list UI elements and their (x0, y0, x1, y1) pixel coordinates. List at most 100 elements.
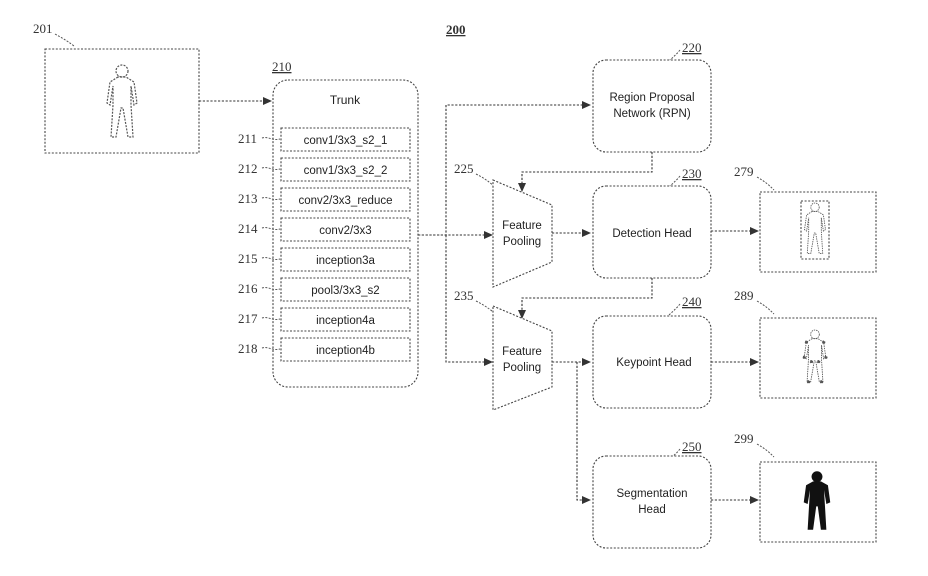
trunk-layer-5: inception3a 215 (238, 247, 411, 272)
trunk-title: Trunk (330, 93, 361, 107)
segmentation-output: 299 (734, 431, 877, 543)
feature-pooling-2: 235 Feature Pooling (454, 288, 553, 411)
trunk-layer-ref: 211 (238, 131, 257, 146)
person-outline-icon (106, 64, 138, 138)
trunk-layer-1: conv1/3x3_s2_1 211 (238, 127, 411, 152)
trunk-layer-leader (261, 317, 281, 320)
trunk-layer-leader (261, 167, 281, 170)
pooling-1-trapezoid (492, 179, 553, 288)
trunk-layer-7: inception4a 217 (238, 307, 411, 332)
trunk-layer-leader (261, 137, 281, 140)
arrow-rpn-to-pooling-1 (518, 152, 653, 192)
trunk-layer-ref: 218 (238, 341, 258, 356)
rpn-leader (667, 49, 681, 63)
trunk-layer-ref: 215 (238, 251, 258, 266)
trunk-layer-leader (261, 197, 281, 200)
trunk-layer-label: inception4b (316, 345, 375, 357)
trunk-layer-box (280, 127, 411, 152)
segmentation-mask-icon (803, 471, 831, 530)
keypoint-output-ref: 289 (734, 288, 754, 303)
rpn-frame (592, 59, 712, 153)
arrow-pooling-2-to-segmentation (576, 362, 591, 504)
detection-output: 279 (734, 164, 877, 273)
pooling-1-ref: 225 (454, 161, 474, 176)
trunk-layer-ref: 214 (238, 221, 258, 236)
detection-head-block: 230 Detection Head (592, 166, 712, 279)
trunk-layer-ref: 213 (238, 191, 258, 206)
keypoint-head-label: Keypoint Head (616, 357, 691, 369)
trunk-layer-box (280, 247, 411, 272)
keypoint-person-icon (802, 329, 828, 384)
segmentation-head-block: 250 Segmentation Head (592, 439, 712, 549)
input-image-ref: 201 (33, 21, 53, 36)
feature-pooling-1: 225 Feature Pooling (454, 161, 553, 288)
detection-head-frame (592, 185, 712, 279)
trunk-layer-box (280, 277, 411, 302)
trunk-layer-box (280, 187, 411, 212)
trunk-layer-box (280, 307, 411, 332)
rpn-block: 220 Region Proposal Network (RPN) (592, 40, 712, 153)
trunk-layer-4: conv2/3x3 214 (238, 217, 411, 242)
trunk-layer-ref: 212 (238, 161, 258, 176)
detection-head-leader (667, 175, 681, 189)
rpn-label-line2: Network (RPN) (613, 108, 690, 120)
trunk-layer-box (280, 217, 411, 242)
pooling-2-ref: 235 (454, 288, 474, 303)
trunk-layer-leader (261, 257, 281, 260)
arrow-trunk-to-pooling-2 (445, 235, 493, 366)
detection-head-label: Detection Head (612, 228, 691, 240)
trunk-layer-box (280, 337, 411, 362)
detection-output-ref: 279 (734, 164, 754, 179)
segmentation-head-frame (592, 455, 712, 549)
segmentation-output-ref: 299 (734, 431, 754, 446)
trunk-layer-label: pool3/3x3_s2 (311, 285, 379, 297)
pooling-1-label-line2: Pooling (503, 236, 541, 248)
trunk-layers: conv1/3x3_s2_1 211 conv1/3x3_s2_2 212 conv2/… (238, 127, 411, 362)
input-image-leader (54, 33, 75, 47)
trunk-layer-box (280, 157, 411, 182)
trunk-layer-ref: 217 (238, 311, 258, 326)
keypoint-output-frame (759, 317, 877, 399)
detection-output-leader (756, 176, 775, 191)
segmentation-output-leader (756, 443, 775, 458)
trunk-layer-label: conv1/3x3_s2_2 (304, 165, 388, 177)
figure-number: 200 (446, 22, 466, 37)
trunk-ref: 210 (272, 59, 292, 74)
trunk-layer-label: conv2/3x3 (319, 225, 371, 237)
segmentation-head-label-line2: Head (638, 504, 666, 516)
input-image-frame (44, 48, 200, 154)
trunk-layer-3: conv2/3x3_reduce 213 (238, 187, 411, 212)
rpn-label-line1: Region Proposal (609, 92, 694, 104)
keypoint-head-ref: 240 (682, 294, 702, 309)
keypoint-output: 289 (734, 288, 877, 399)
arrow-detection-to-pooling-2 (518, 278, 653, 319)
trunk-layer-2: conv1/3x3_s2_2 212 (238, 157, 411, 182)
trunk-layer-leader (261, 287, 281, 290)
segmentation-head-label-line1: Segmentation (617, 488, 688, 500)
trunk-layer-ref: 216 (238, 281, 258, 296)
trunk-layer-leader (261, 227, 281, 230)
trunk-layer-6: pool3/3x3_s2 216 (238, 277, 411, 302)
keypoint-head-leader (667, 303, 681, 317)
keypoint-head-block: 240 Keypoint Head (592, 294, 712, 409)
pooling-2-label-line2: Pooling (503, 362, 541, 374)
input-image: 201 (33, 21, 200, 154)
rpn-ref: 220 (682, 40, 702, 55)
trunk-layer-leader (261, 347, 281, 350)
trunk-layer-label: conv2/3x3_reduce (299, 195, 393, 207)
detection-head-ref: 230 (682, 166, 702, 181)
detected-person-icon (804, 202, 826, 254)
trunk-layer-label: conv1/3x3_s2_1 (304, 135, 388, 147)
pooling-2-label-line1: Feature (502, 346, 542, 358)
trunk-layer-label: inception4a (316, 315, 375, 327)
trunk-layer-8: inception4b 218 (238, 337, 411, 362)
segmentation-head-ref: 250 (682, 439, 702, 454)
trunk-layer-label: inception3a (316, 255, 375, 267)
keypoint-output-leader (756, 300, 775, 315)
arrow-trunk-to-rpn (418, 101, 591, 236)
pooling-2-trapezoid (492, 305, 553, 411)
segmentation-head-leader (667, 448, 681, 462)
pooling-1-label-line1: Feature (502, 220, 542, 232)
